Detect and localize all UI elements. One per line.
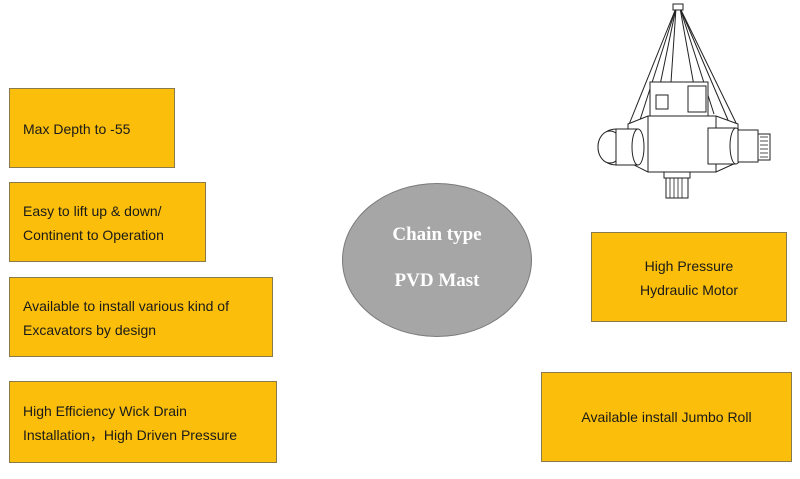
center-title-line-1: Chain type: [392, 224, 482, 245]
lifting-cables: [627, 3, 739, 128]
feature-text-line-1: Easy to lift up & down/: [23, 203, 162, 219]
feature-text-line-1: High Efficiency Wick Drain: [23, 403, 187, 419]
hydraulic-motor-drawing: [597, 3, 771, 199]
feature-text-line-1: Available to install various kind of: [23, 298, 229, 314]
feature-box-wick-drain: High Efficiency Wick Drain Installation，…: [9, 381, 277, 463]
feature-text: Available install Jumbo Roll: [581, 409, 752, 425]
feature-box-lift: Easy to lift up & down/ Continent to Ope…: [9, 182, 206, 262]
feature-box-hydraulic-motor: High Pressure Hydraulic Motor: [591, 232, 787, 322]
feature-text-line-2: Hydraulic Motor: [639, 282, 739, 298]
center-oval: Chain type PVD Mast: [342, 183, 532, 337]
feature-text-line-2: Continent to Operation: [23, 227, 164, 243]
feature-text: Max Depth to -55: [23, 121, 131, 137]
feature-box-excavators: Available to install various kind of Exc…: [9, 277, 273, 357]
feature-text-line-2: Installation，High Driven Pressure: [23, 427, 237, 443]
feature-text-line-1: High Pressure: [644, 258, 734, 274]
feature-box-jumbo-roll: Available install Jumbo Roll: [541, 372, 792, 462]
feature-box-max-depth: Max Depth to -55: [9, 88, 175, 168]
feature-text-line-2: Excavators by design: [23, 322, 157, 338]
center-title-line-2: PVD Mast: [394, 270, 480, 291]
